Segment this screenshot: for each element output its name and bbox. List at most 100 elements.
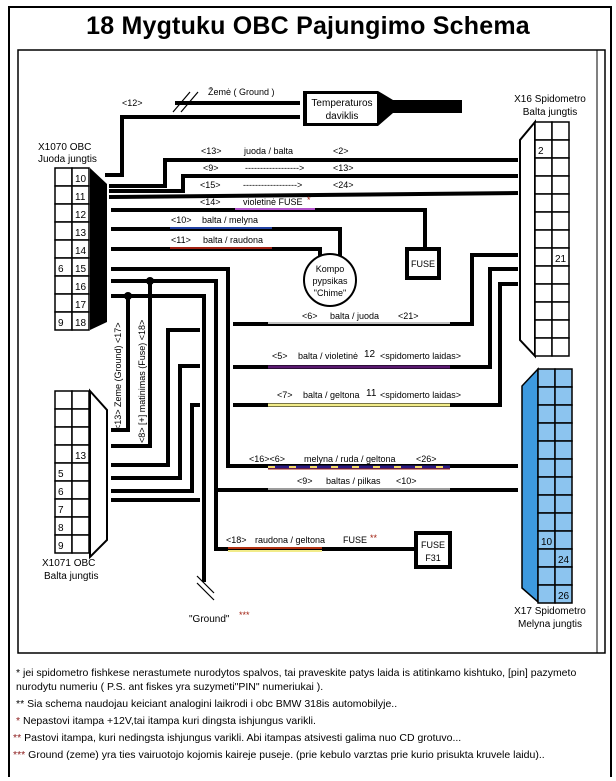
x17-pin-cell: [537, 404, 556, 424]
x1071-pin-label: 8: [58, 523, 64, 534]
x16-pin-cell: [534, 121, 553, 141]
ground-hatch-1: [172, 91, 191, 113]
x1071-pin-cell: [71, 408, 90, 428]
diagram-border-right: [596, 49, 606, 654]
x17-pin-label: 24: [558, 555, 570, 566]
x16-pin-label: 21: [555, 254, 567, 265]
x16-pin-cell: [551, 121, 570, 141]
note-3-text: Nepastovi itampa +12V,tai itampa kuri di…: [20, 715, 316, 727]
x16-pin-cell: [551, 211, 570, 231]
x17-label-2: Melyna jungtis: [518, 619, 582, 630]
wire-9b-to: <10>: [396, 476, 417, 486]
note-5-mark: ***: [13, 749, 26, 761]
wire-16-from: <16><6>: [249, 454, 285, 464]
note-2: ** Sia schema naudojau keiciant analogin…: [16, 697, 612, 711]
x17-pin-cell: [554, 476, 573, 496]
x16-pin-cell: [551, 301, 570, 321]
ground-label: "Ground": [189, 614, 230, 625]
note-2-mark: **: [16, 698, 25, 710]
wire-18-color: raudona / geltona: [255, 535, 325, 545]
wire-18-mark: **: [370, 533, 378, 543]
wire-9b-from: <9>: [297, 476, 313, 486]
x17-shell: [521, 367, 539, 604]
x1071-pin-label: 13: [75, 451, 87, 462]
ground-top-label: Žemė ( Ground ): [208, 87, 275, 97]
x17-pin-cell: [537, 584, 556, 604]
x17-pin-cell: [537, 386, 556, 406]
x17-pin-cell: [554, 368, 573, 388]
wire-10-from: <10>: [171, 215, 192, 225]
x16-pin-label: 2: [538, 146, 544, 157]
wire-vert-ground: [111, 296, 130, 432]
wire-x1071-5: [111, 328, 200, 467]
wire-15-from: <15>: [200, 180, 221, 190]
x16-pin-cell: [534, 157, 553, 177]
wire-9-to: <13>: [333, 163, 354, 173]
wire-5-color: balta / violetinė: [298, 351, 358, 361]
x17-pin-cell: [554, 404, 573, 424]
x1071-pin-cell: [71, 534, 90, 554]
x16-pin-cell: [551, 319, 570, 339]
vert-fuse-label: <8> [+] matinimas (Fuse) <18>: [137, 320, 147, 443]
x1070-pin-label: 18: [75, 318, 87, 329]
wire-9b-color: baltas / pilkas: [326, 476, 381, 486]
x17-pin-cell: [537, 458, 556, 478]
x1071-pin-cell: [54, 426, 73, 446]
note-3: * Nepastovi itampa +12V,tai itampa kuri …: [16, 714, 612, 728]
wire-6-to: <21>: [398, 311, 419, 321]
x17-pin-cell: [537, 368, 556, 388]
x17-pin-cell: [554, 386, 573, 406]
outer-frame: [8, 6, 612, 777]
x16-pin-cell: [534, 337, 553, 357]
x17-pin-cell: [554, 566, 573, 586]
x1071-pin-label: 9: [58, 541, 64, 552]
x1071-pin-cell: [71, 498, 90, 518]
x1070-pin-label: 14: [75, 246, 87, 257]
x1070-pin-cell: [54, 203, 73, 223]
note-5-text: Ground (zeme) yra ties vairuotojo kojomi…: [25, 749, 545, 761]
x16-pin-cell: [551, 337, 570, 357]
x16-pin-cell: [534, 247, 553, 267]
chime-label-3: "Chime": [314, 288, 346, 298]
x17-pin-cell: [554, 458, 573, 478]
x17-pin-label: 26: [558, 591, 570, 602]
x1071-label-1: X1071 OBC: [42, 558, 95, 569]
x16-pin-cell: [534, 175, 553, 195]
ground-hatch-b1: [196, 575, 215, 594]
wire-x1070-16: [111, 279, 518, 492]
x1070-pin-cell: [71, 311, 90, 331]
note-3-mark: *: [16, 715, 21, 727]
wire-9: [109, 174, 518, 193]
note-2-text: Sia schema naudojau keiciant analogini l…: [24, 698, 398, 710]
fuse-box-1-label: FUSE: [411, 259, 435, 269]
x1071-pin-label: 7: [58, 505, 64, 516]
x1071-shell: [89, 388, 108, 560]
x1071-pin-cell: [54, 390, 73, 410]
temp-sensor-label-1: Temperaturos: [311, 98, 372, 109]
page-title: 18 Mygtuku OBC Pajungimo Schema: [86, 12, 530, 40]
notes-section: * jei spidometro fishkese nerastumete nu…: [13, 666, 612, 765]
x1070-label-1: X1070 OBC: [38, 142, 91, 153]
wire-14-color: violetinė FUSE: [243, 197, 303, 207]
x1070-pin-label: 10: [75, 174, 87, 185]
x16-pin-cell: [534, 319, 553, 339]
x1070-pin-cell: [54, 293, 73, 313]
x1071-pin-cell: [54, 444, 73, 464]
wire-15-to: <24>: [333, 180, 354, 190]
x16-pin-cell: [534, 265, 553, 285]
wire-x1070-17: [111, 294, 206, 582]
wire-5-num: 12: [364, 349, 376, 360]
x16-pin-cell: [551, 229, 570, 249]
x17-pin-cell: [554, 584, 573, 604]
wire-11-from: <11>: [171, 235, 191, 245]
x1070-pin-label: 11: [75, 192, 86, 203]
x17-pin-cell: [554, 440, 573, 460]
x16-pin-cell: [551, 193, 570, 213]
x17-pin-cell: [554, 530, 573, 550]
x17-pin-cell: [537, 566, 556, 586]
wire-6-from: <6>: [302, 311, 318, 321]
x16-shell: [519, 119, 536, 359]
wire-9-arrow: ------------------>: [245, 163, 304, 173]
wire-14: [111, 208, 427, 248]
